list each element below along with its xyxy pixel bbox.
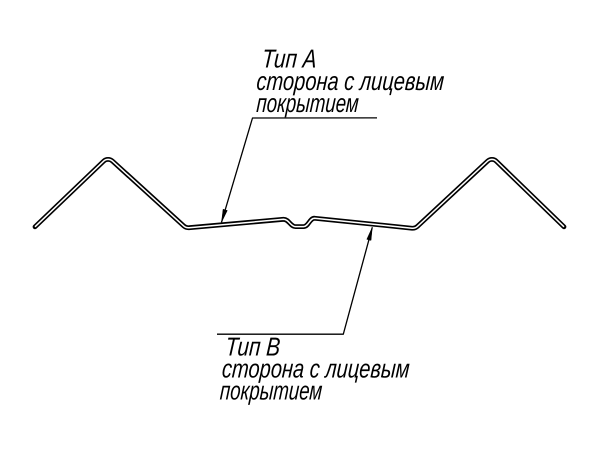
- svg-text:покрытием: покрытием: [256, 89, 361, 118]
- svg-text:сторона с лицевым: сторона с лицевым: [221, 354, 411, 383]
- svg-text:Тип А: Тип А: [261, 44, 318, 73]
- svg-text:Тип В: Тип В: [225, 332, 282, 361]
- svg-text:покрытием: покрытием: [219, 377, 324, 406]
- svg-text:сторона с лицевым: сторона с лицевым: [256, 67, 446, 96]
